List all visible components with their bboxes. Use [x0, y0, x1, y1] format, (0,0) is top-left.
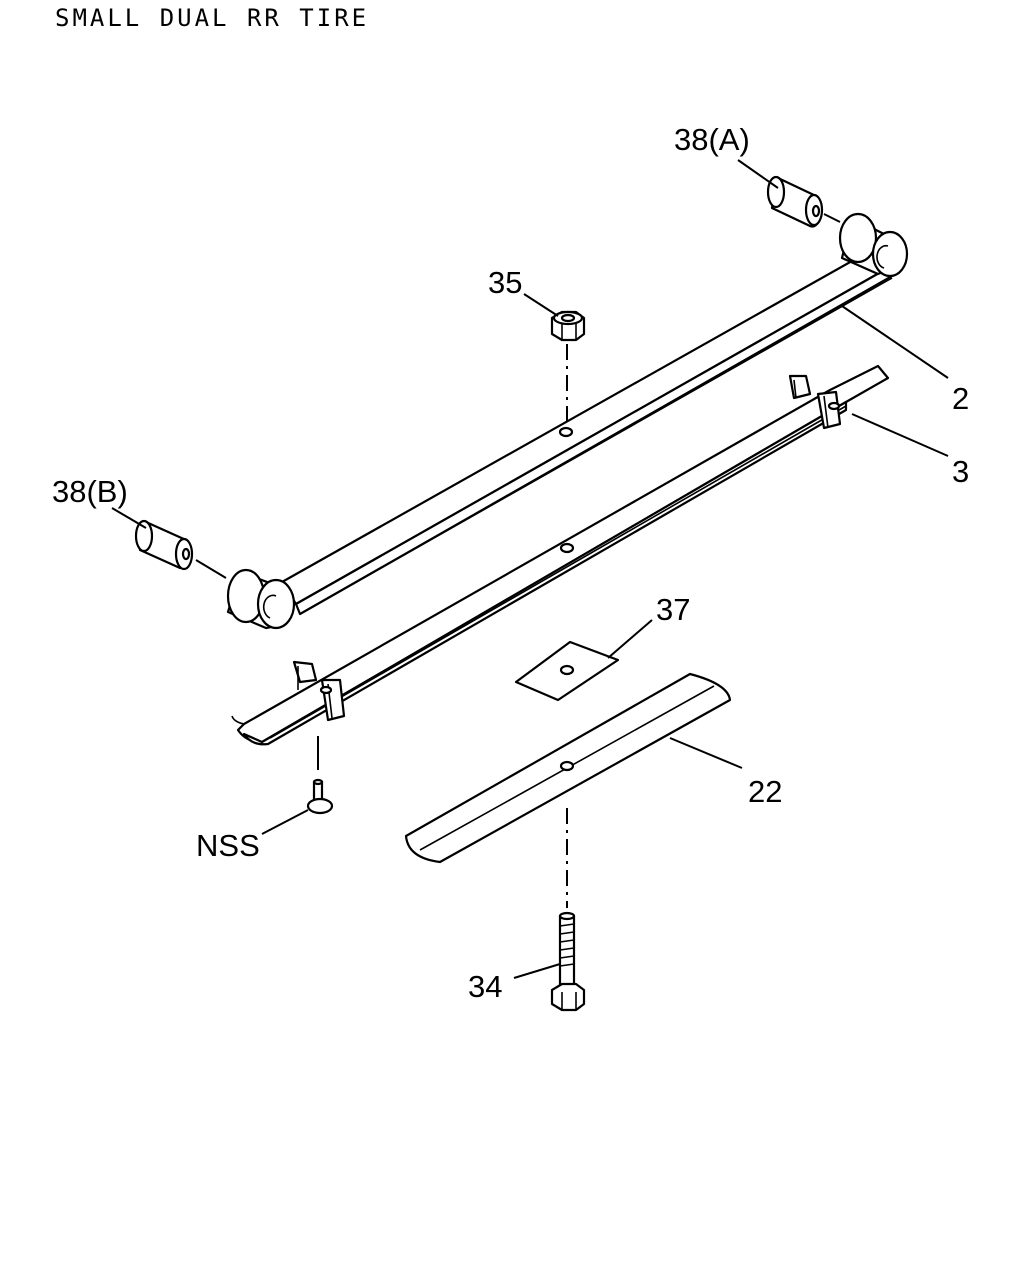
rivet-nss[interactable]: [306, 736, 334, 815]
callout-35: 35: [488, 265, 522, 300]
nut-35[interactable]: [550, 310, 586, 424]
bolt-34[interactable]: [550, 808, 586, 1012]
callout-38b: 38(B): [52, 474, 128, 509]
page-title: SMALL DUAL RR TIRE: [55, 4, 370, 32]
bushing-38a[interactable]: [766, 175, 841, 228]
callout-38a: 38(A): [674, 122, 750, 157]
callout-37: 37: [656, 592, 690, 627]
right-spring-eye: [838, 212, 909, 278]
second-leaf-3[interactable]: [231, 364, 890, 746]
leader-lines: [111, 159, 949, 979]
left-spring-eye: [226, 568, 296, 630]
bushing-38b[interactable]: [134, 519, 227, 579]
callout-3: 3: [952, 454, 969, 489]
callout-nss: NSS: [196, 828, 260, 863]
plate-37[interactable]: [514, 640, 620, 702]
bottom-leaf-22[interactable]: [404, 672, 732, 864]
callout-34: 34: [468, 969, 502, 1004]
main-leaf-spring[interactable]: [226, 212, 909, 630]
callout-22: 22: [748, 774, 782, 809]
callout-2: 2: [952, 381, 969, 416]
